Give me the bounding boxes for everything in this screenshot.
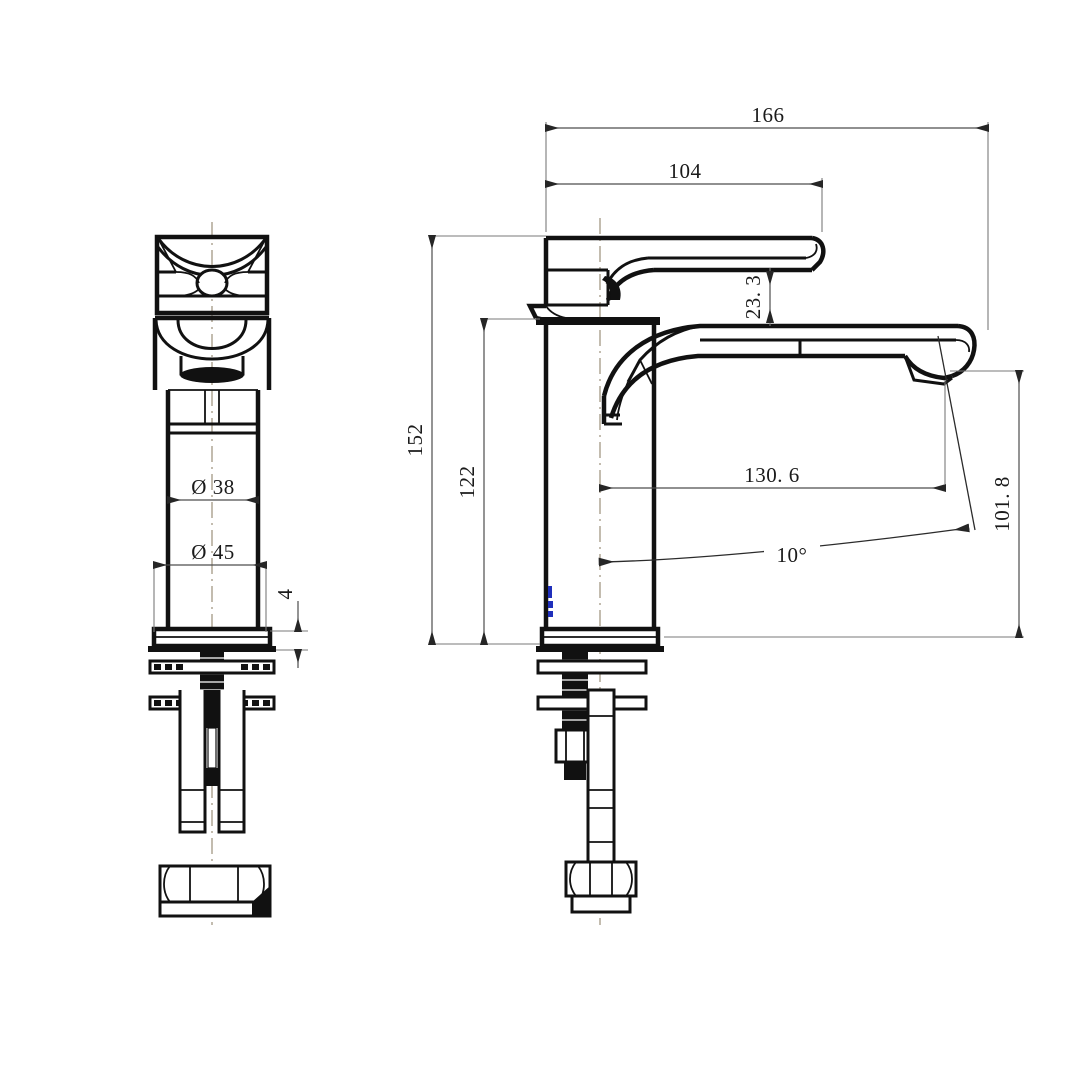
side-body-cylinder: [543, 325, 657, 629]
side-elevation-view: 166 104 23. 3 152 122: [403, 103, 1024, 925]
dimension-handle-clearance-label: 23. 3: [741, 275, 765, 320]
dimension-body-diameter-upper: Ø 38: [166, 475, 260, 505]
front-handle-dome: [152, 315, 272, 390]
dimension-overall-height-label: 152: [403, 424, 427, 457]
front-mounting-hardware: [148, 652, 276, 918]
dimension-base-diameter: Ø 45: [152, 540, 268, 632]
side-handle-lever: [526, 235, 826, 325]
body-edge-blue-marks: [548, 586, 553, 617]
dimension-overall-width-label: 166: [752, 103, 785, 127]
front-base-flange: [148, 626, 276, 652]
dimension-overall-width: 166: [544, 103, 990, 133]
dimension-handle-reach: 104: [544, 159, 824, 189]
dimension-spout-angle: 10°: [598, 335, 976, 567]
dimension-spout-reach: 130. 6: [598, 380, 947, 493]
dimension-body-height-label: 122: [455, 466, 479, 499]
front-handle-assembly: [154, 234, 270, 316]
side-base-flange: [536, 626, 664, 652]
dimension-body-diameter-upper-label: Ø 38: [191, 475, 234, 499]
dimension-spout-angle-label: 10°: [777, 543, 808, 567]
front-elevation-view: Ø 38 Ø 45 4: [148, 222, 308, 925]
dimension-overall-height: 152: [403, 234, 546, 646]
dimension-base-thickness-label: 4: [273, 589, 297, 600]
front-body-cylinder: [165, 389, 261, 629]
dimension-spout-reach-label: 130. 6: [744, 463, 800, 487]
dimension-base-diameter-label: Ø 45: [191, 540, 234, 564]
side-mounting-hardware: [536, 652, 648, 914]
dimension-spout-height: 101. 8: [664, 369, 1024, 639]
dimension-handle-clearance: 23. 3: [741, 268, 775, 326]
dimension-spout-height-label: 101. 8: [990, 476, 1014, 532]
dimension-body-height: 122: [455, 317, 540, 646]
dimension-handle-reach-label: 104: [669, 159, 702, 183]
dimension-base-thickness: 4: [270, 589, 308, 668]
side-spout: [601, 323, 977, 426]
